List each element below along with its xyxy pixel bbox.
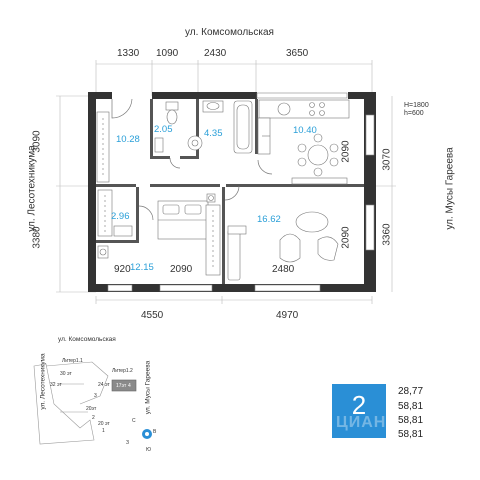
compass-south: Ю: [146, 447, 152, 453]
dim-bottom-1: 4550: [141, 310, 164, 321]
room-area-wc: 2.05: [154, 124, 173, 135]
room-area-bedroom: 12.15: [130, 262, 154, 273]
room-count-badge: 2 ЦИАН: [332, 384, 386, 438]
minimap-floors-6: 20 эт: [98, 421, 110, 427]
minimap-floors-2: 32 эт: [50, 382, 62, 388]
minimap-litera2: Литер1.2: [112, 368, 133, 374]
compass-east: В: [153, 429, 157, 435]
dim-bottom-2: 4970: [276, 310, 299, 321]
area-total: 58,81: [398, 401, 424, 412]
minimap-litera1: Литер1.1: [62, 358, 83, 364]
dim-inner-bottom-2: 2090: [170, 264, 193, 275]
area-total-3: 58,81: [398, 429, 424, 440]
room-count: 2: [351, 390, 367, 420]
room-area-living: 16.62: [257, 214, 281, 225]
dim-inner-bottom-1: 920: [114, 264, 131, 275]
minimap-num-1: 1: [102, 428, 105, 434]
room-area-bath: 4.35: [204, 128, 223, 139]
cian-watermark: ЦИАН: [336, 414, 386, 431]
minimap-drawing: [33, 361, 137, 445]
room-area-hall: 10.28: [116, 134, 140, 145]
minimap-floors-1: 30 эт: [60, 371, 72, 377]
minimap-floors-4: 17эт: [116, 383, 127, 389]
dim-top-3: 2430: [204, 48, 227, 59]
minimap-floors-3: 24 эт: [98, 382, 110, 388]
floor-plan: [56, 60, 396, 304]
street-top-label: ул. Комсомольская: [185, 27, 274, 38]
window-h2: h=600: [404, 110, 424, 117]
area-living: 28,77: [398, 386, 424, 397]
room-area-closet: 2.96: [111, 211, 130, 222]
room-area-kitchen: 10.40: [293, 125, 317, 136]
compass-west: З: [126, 440, 130, 446]
dim-top-2: 1090: [156, 48, 179, 59]
minimap-floors-5: 20эт: [86, 406, 97, 412]
minimap-num-2: 2: [92, 415, 95, 421]
dim-top-1: 1330: [117, 48, 140, 59]
dim-top-4: 3650: [286, 48, 309, 59]
window-height-note: H=1800 h=600: [404, 102, 429, 118]
area-total-2: 58,81: [398, 415, 424, 426]
compass-icon: [142, 429, 152, 439]
minimap-num-4: 4: [128, 383, 131, 389]
minimap-num-3: 3: [94, 393, 97, 399]
minimap-street-top: ул. Комсомольская: [58, 336, 116, 343]
compass-north: С: [132, 418, 136, 424]
dim-inner-bottom-3: 2480: [272, 264, 295, 275]
window-h1: H=1800: [404, 102, 429, 109]
minimap-highlight-building: [111, 379, 137, 392]
